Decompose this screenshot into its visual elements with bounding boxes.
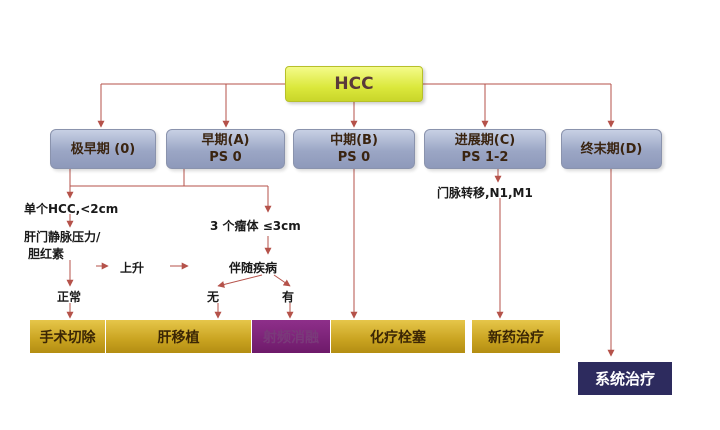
stage-name: 极早期 (0) [70,141,136,157]
stage-terminal: 终末期(D) [561,129,662,169]
stage-name: 进展期(C) [454,133,516,148]
criterion-yes: 有 [282,290,295,304]
criterion-no: 无 [207,290,220,304]
stage-early: 早期(A) PS 0 [166,129,285,169]
stage-very-early: 极早期 (0) [50,129,156,169]
criterion-comorbidity: 伴随疾病 [229,261,278,275]
treatment-tace: 化疗栓塞 [331,320,465,353]
stage-name: 中期(B) [330,133,378,148]
criterion-portal-pressure-line1: 肝门静脉压力/ [24,230,101,244]
criterion-portal-invasion: 门脉转移,N1,M1 [437,186,533,200]
stage-ps: PS 0 [337,150,371,165]
stage-ps: PS 0 [209,150,242,165]
criterion-portal-pressure: 肝门静脉压力/ 胆红素 [24,229,100,263]
criterion-normal: 正常 [57,290,82,304]
root-node-hcc: HCC [285,66,423,102]
treatment-ablation: 射频消融 [252,320,330,353]
treatment-transplant: 肝移植 [106,320,251,353]
criterion-three-tumors: 3 个瘤体 ≤3cm [210,219,301,233]
treatment-resection: 手术切除 [30,320,105,353]
treatment-systemic: 系统治疗 [578,362,672,395]
stage-name: 早期(A) [201,133,250,148]
stage-ps: PS 1-2 [461,150,509,165]
stage-intermediate: 中期(B) PS 0 [293,129,415,169]
criterion-single-hcc: 单个HCC,<2cm [24,202,119,216]
treatment-new-drug: 新药治疗 [472,320,560,353]
criterion-portal-pressure-line2: 胆红素 [28,247,65,261]
stage-advanced: 进展期(C) PS 1-2 [424,129,546,169]
criterion-rise: 上升 [120,261,145,275]
connector-comorbidity-to-no [217,274,263,288]
connector-comorbidity-to-yes [273,274,291,287]
stage-name: 终末期(D) [580,141,643,157]
